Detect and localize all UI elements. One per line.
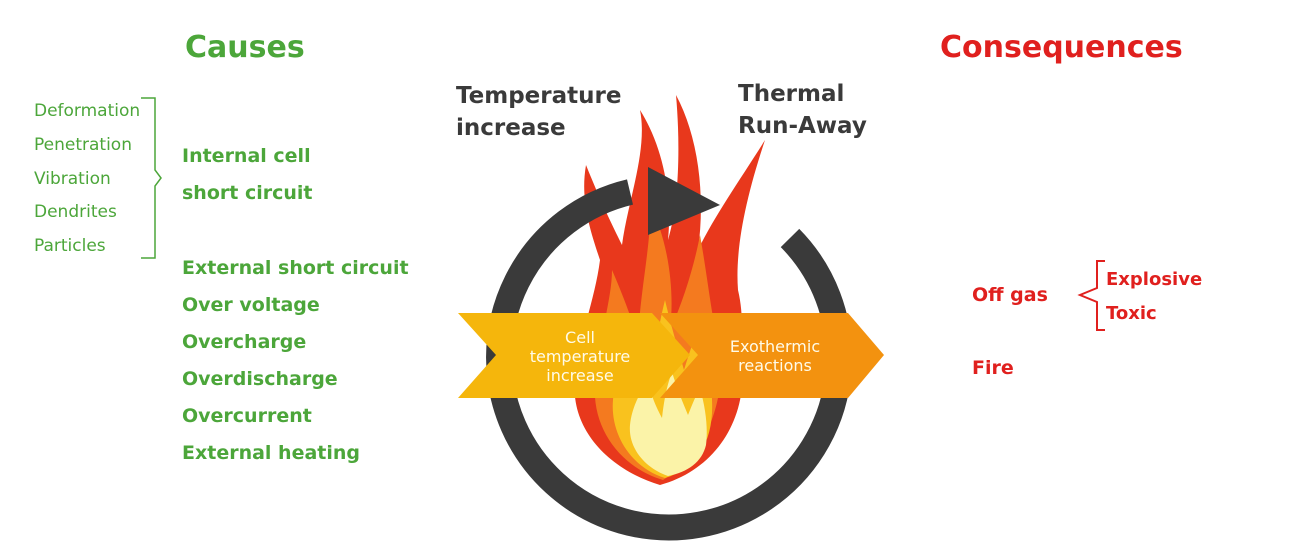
off-gas-label: Off gas bbox=[972, 284, 1048, 306]
cause-item: External short circuit bbox=[182, 257, 409, 279]
cause-item: Overcharge bbox=[182, 331, 307, 353]
consequences-heading: Consequences bbox=[940, 30, 1183, 65]
label-line: Temperature bbox=[456, 83, 622, 109]
fire-label: Fire bbox=[972, 357, 1014, 379]
label-line: Thermal bbox=[738, 81, 845, 107]
sub-causes-bracket bbox=[141, 97, 162, 259]
cause-item: Internal cell bbox=[182, 145, 311, 167]
cycle-arrowhead bbox=[648, 167, 720, 235]
cause-item: External heating bbox=[182, 442, 361, 464]
off-gas-bracket bbox=[1077, 260, 1105, 331]
chevron-left-line: increase bbox=[546, 366, 614, 385]
cause-item: short circuit bbox=[182, 182, 313, 204]
sub-cause-item: Deformation bbox=[34, 101, 141, 121]
temperature-increase-label: Temperature increase bbox=[456, 80, 621, 144]
chevron-right-label: Exothermic reactions bbox=[705, 337, 845, 375]
chevron-left-line: temperature bbox=[529, 347, 631, 366]
chevron-left-line: Cell bbox=[565, 328, 595, 347]
cause-item: Overdischarge bbox=[182, 368, 338, 390]
chevron-exothermic bbox=[660, 313, 884, 398]
causes-heading: Causes bbox=[185, 30, 305, 65]
sub-cause-item: Dendrites bbox=[34, 202, 117, 222]
off-gas-type-explosive: Explosive bbox=[1106, 269, 1203, 290]
chevron-left-label: Cell temperature increase bbox=[510, 328, 650, 385]
cause-item: Overcurrent bbox=[182, 405, 312, 427]
sub-cause-item: Particles bbox=[34, 236, 106, 256]
off-gas-type-toxic: Toxic bbox=[1106, 303, 1157, 324]
sub-cause-item: Vibration bbox=[34, 169, 111, 189]
cause-item: Over voltage bbox=[182, 294, 320, 316]
thermal-runaway-label: Thermal Run-Away bbox=[738, 78, 867, 142]
label-line: increase bbox=[456, 115, 566, 141]
label-line: Run-Away bbox=[738, 113, 867, 139]
chevron-right-line: Exothermic bbox=[729, 337, 821, 356]
chevron-right-line: reactions bbox=[738, 356, 812, 375]
chevron-cell-temperature bbox=[458, 313, 690, 398]
sub-cause-item: Penetration bbox=[34, 135, 132, 155]
